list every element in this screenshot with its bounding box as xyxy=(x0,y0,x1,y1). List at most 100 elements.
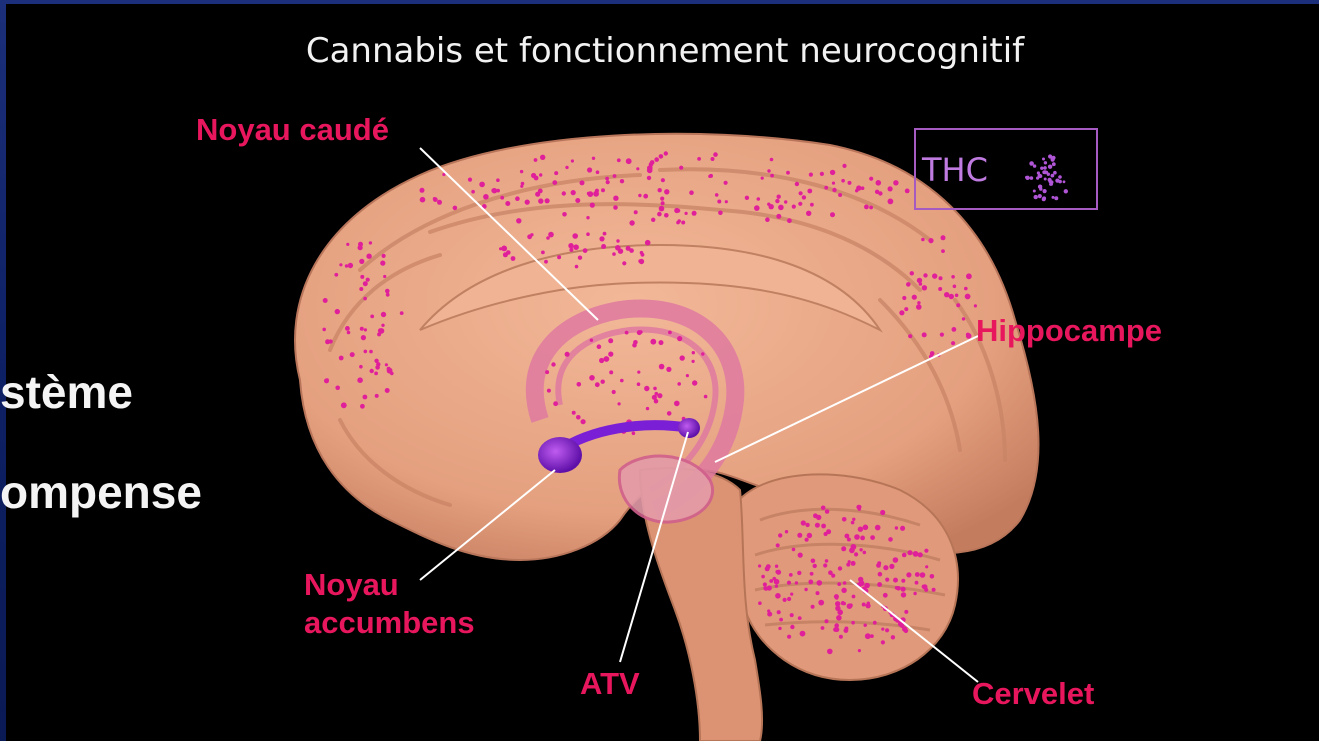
receptor-dot xyxy=(847,538,851,542)
receptor-dot xyxy=(878,191,882,195)
receptor-dot xyxy=(919,282,923,286)
receptor-dot xyxy=(711,157,715,161)
receptor-dot xyxy=(718,211,723,216)
receptor-dot xyxy=(767,609,770,612)
receptor-dot xyxy=(641,253,645,257)
receptor-dot xyxy=(852,595,856,599)
receptor-dot xyxy=(437,200,442,205)
receptor-dot xyxy=(806,211,811,216)
receptor-dot xyxy=(577,382,582,387)
receptor-dot xyxy=(322,328,326,332)
receptor-dot xyxy=(767,169,770,172)
receptor-dot xyxy=(818,600,824,606)
receptor-dot xyxy=(805,538,809,542)
receptor-dot xyxy=(500,196,504,200)
receptor-dot xyxy=(724,181,728,185)
receptor-dot xyxy=(924,549,928,553)
receptor-dot xyxy=(877,582,882,587)
receptor-dot xyxy=(590,339,593,342)
receptor-dot xyxy=(345,326,350,331)
receptor-dot xyxy=(540,155,545,160)
receptor-dot xyxy=(821,524,826,529)
receptor-dot xyxy=(830,170,835,175)
receptor-dot xyxy=(815,523,820,528)
receptor-dot xyxy=(370,369,374,373)
receptor-dot xyxy=(843,581,847,585)
receptor-dot xyxy=(851,621,855,625)
receptor-dot xyxy=(651,218,655,222)
receptor-dot xyxy=(774,579,780,585)
receptor-dot xyxy=(817,580,823,586)
receptor-dot xyxy=(795,581,798,584)
receptor-dot xyxy=(883,565,888,570)
receptor-dot xyxy=(601,380,605,384)
receptor-dot xyxy=(765,217,770,222)
receptor-dot xyxy=(364,350,368,354)
receptor-dot xyxy=(505,201,510,206)
receptor-dot xyxy=(767,203,770,206)
receptor-dot xyxy=(798,553,803,558)
receptor-dot xyxy=(503,252,508,257)
receptor-dot xyxy=(652,395,657,400)
receptor-dot xyxy=(938,287,942,291)
receptor-dot xyxy=(860,536,865,541)
receptor-dot xyxy=(516,218,521,223)
receptor-dot xyxy=(769,579,773,583)
receptor-dot xyxy=(667,411,672,416)
receptor-dot xyxy=(553,401,558,406)
receptor-dot xyxy=(854,552,858,556)
receptor-dot xyxy=(873,621,877,625)
receptor-dot xyxy=(770,174,774,178)
receptor-dot xyxy=(865,633,871,639)
receptor-dot xyxy=(765,566,770,571)
receptor-dot xyxy=(916,304,922,310)
receptor-dot xyxy=(776,543,780,547)
receptor-dot xyxy=(951,275,955,279)
receptor-dot xyxy=(821,506,826,511)
receptor-dot xyxy=(779,618,783,622)
receptor-dot xyxy=(848,181,852,185)
receptor-dot xyxy=(893,180,898,185)
receptor-dot xyxy=(863,525,869,531)
label-noyau-accumbens: Noyau accumbens xyxy=(304,566,475,642)
receptor-dot xyxy=(770,158,774,162)
receptor-dot xyxy=(358,242,363,247)
receptor-dot xyxy=(580,180,585,185)
receptor-dot xyxy=(930,351,935,356)
receptor-dot xyxy=(858,577,863,582)
receptor-dot xyxy=(571,159,574,162)
receptor-dot xyxy=(841,588,846,593)
receptor-dot xyxy=(345,264,348,267)
receptor-dot xyxy=(692,380,697,385)
receptor-dot xyxy=(400,311,404,315)
receptor-dot xyxy=(799,191,803,195)
receptor-dot xyxy=(902,553,907,558)
receptor-dot xyxy=(893,578,898,583)
receptor-dot xyxy=(725,200,728,203)
receptor-dot xyxy=(583,248,588,253)
receptor-dot xyxy=(804,588,807,591)
receptor-dot xyxy=(904,307,908,311)
receptor-dot xyxy=(601,188,605,192)
receptor-dot xyxy=(832,188,836,192)
receptor-dot xyxy=(589,375,595,381)
receptor-dot xyxy=(369,350,373,354)
receptor-dot xyxy=(605,177,609,181)
receptor-dot xyxy=(844,627,848,631)
receptor-dot xyxy=(385,363,388,366)
receptor-dot xyxy=(810,572,814,576)
receptor-dot xyxy=(836,615,842,621)
receptor-dot xyxy=(790,613,794,617)
receptor-dot xyxy=(825,559,829,563)
receptor-dot xyxy=(858,649,861,652)
receptor-dot xyxy=(379,328,385,334)
receptor-dot xyxy=(713,152,718,157)
receptor-dot xyxy=(554,171,558,175)
receptor-dot xyxy=(852,518,855,521)
receptor-dot xyxy=(433,197,436,200)
receptor-dot xyxy=(758,601,762,605)
receptor-dot xyxy=(902,296,906,300)
receptor-dot xyxy=(864,624,867,627)
receptor-dot xyxy=(917,301,920,304)
receptor-dot xyxy=(966,273,972,279)
